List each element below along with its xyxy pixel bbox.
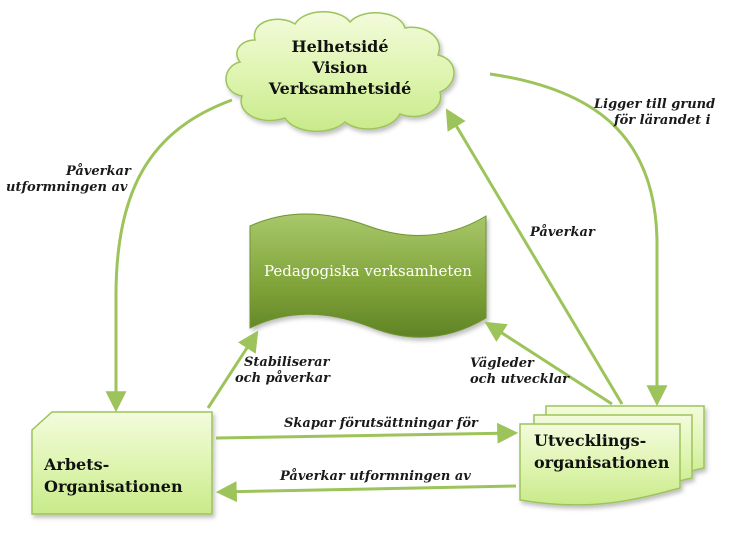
cloud-shape [225,11,455,133]
edge-arb-to-utv [215,422,519,444]
edge-label-arb-to-ped-1: Stabiliserar [244,355,330,370]
edge-label-arb-to-cloud-2: utformningen av [6,180,128,195]
utvecklings-label: Utvecklings- organisationen [534,430,669,474]
edge-label-arb-to-ped: Stabiliserar och påverkar [235,355,330,387]
edge-arb-to-cloud [105,98,233,413]
edge-label-cloud-to-utv-1: Ligger till grund [594,97,716,112]
cloud-line-1: Helhetsidé [291,37,389,56]
cloud-line-3: Verksamhetsidé [268,79,412,98]
edge-label-arb-to-utv: Skapar förutsättningar för [284,416,478,431]
edge-label-arb-to-cloud: Påverkar utformningen av [6,164,131,196]
edge-cloud-to-utv [489,72,668,407]
edge-label-utv-to-ped-2: och utvecklar [470,372,569,387]
utvecklings-line-2: organisationen [534,453,670,472]
arbets-shape [31,411,213,515]
arbets-line-2: Organisationen [44,477,183,496]
cloud-label: Helhetsidé Vision Verksamhetsidé [255,36,425,99]
edge-label-utv-to-cloud: Påverkar [530,225,595,240]
utvecklings-line-1: Utvecklings- [534,431,647,450]
edge-label-cloud-to-utv-2: för lärandet i [614,113,711,128]
arbets-label: Arbets- Organisationen [44,454,183,498]
edge-label-utv-to-ped-1: Vägleder [470,356,534,371]
edge-label-arb-to-cloud-1: Påverkar [66,164,131,179]
edge-label-utv-to-ped: Vägleder och utvecklar [470,356,569,388]
edge-arb-to-ped [206,330,259,409]
utvecklings-shape [519,405,705,506]
edge-label-cloud-to-utv: Ligger till grund för lärandet i [594,97,715,129]
edge-label-utv-to-arb: Påverkar utformningen av [280,469,471,484]
arbets-line-1: Arbets- [44,455,110,474]
cloud-line-2: Vision [312,58,368,77]
edge-utv-to-arb [215,481,517,503]
edge-utv-to-ped [484,321,613,406]
pedagogiska-shape [249,213,487,338]
edge-label-arb-to-ped-2: och påverkar [235,371,331,386]
pedagogiska-label: Pedagogiska verksamheten [264,262,472,280]
edge-utv-to-cloud [445,108,624,405]
